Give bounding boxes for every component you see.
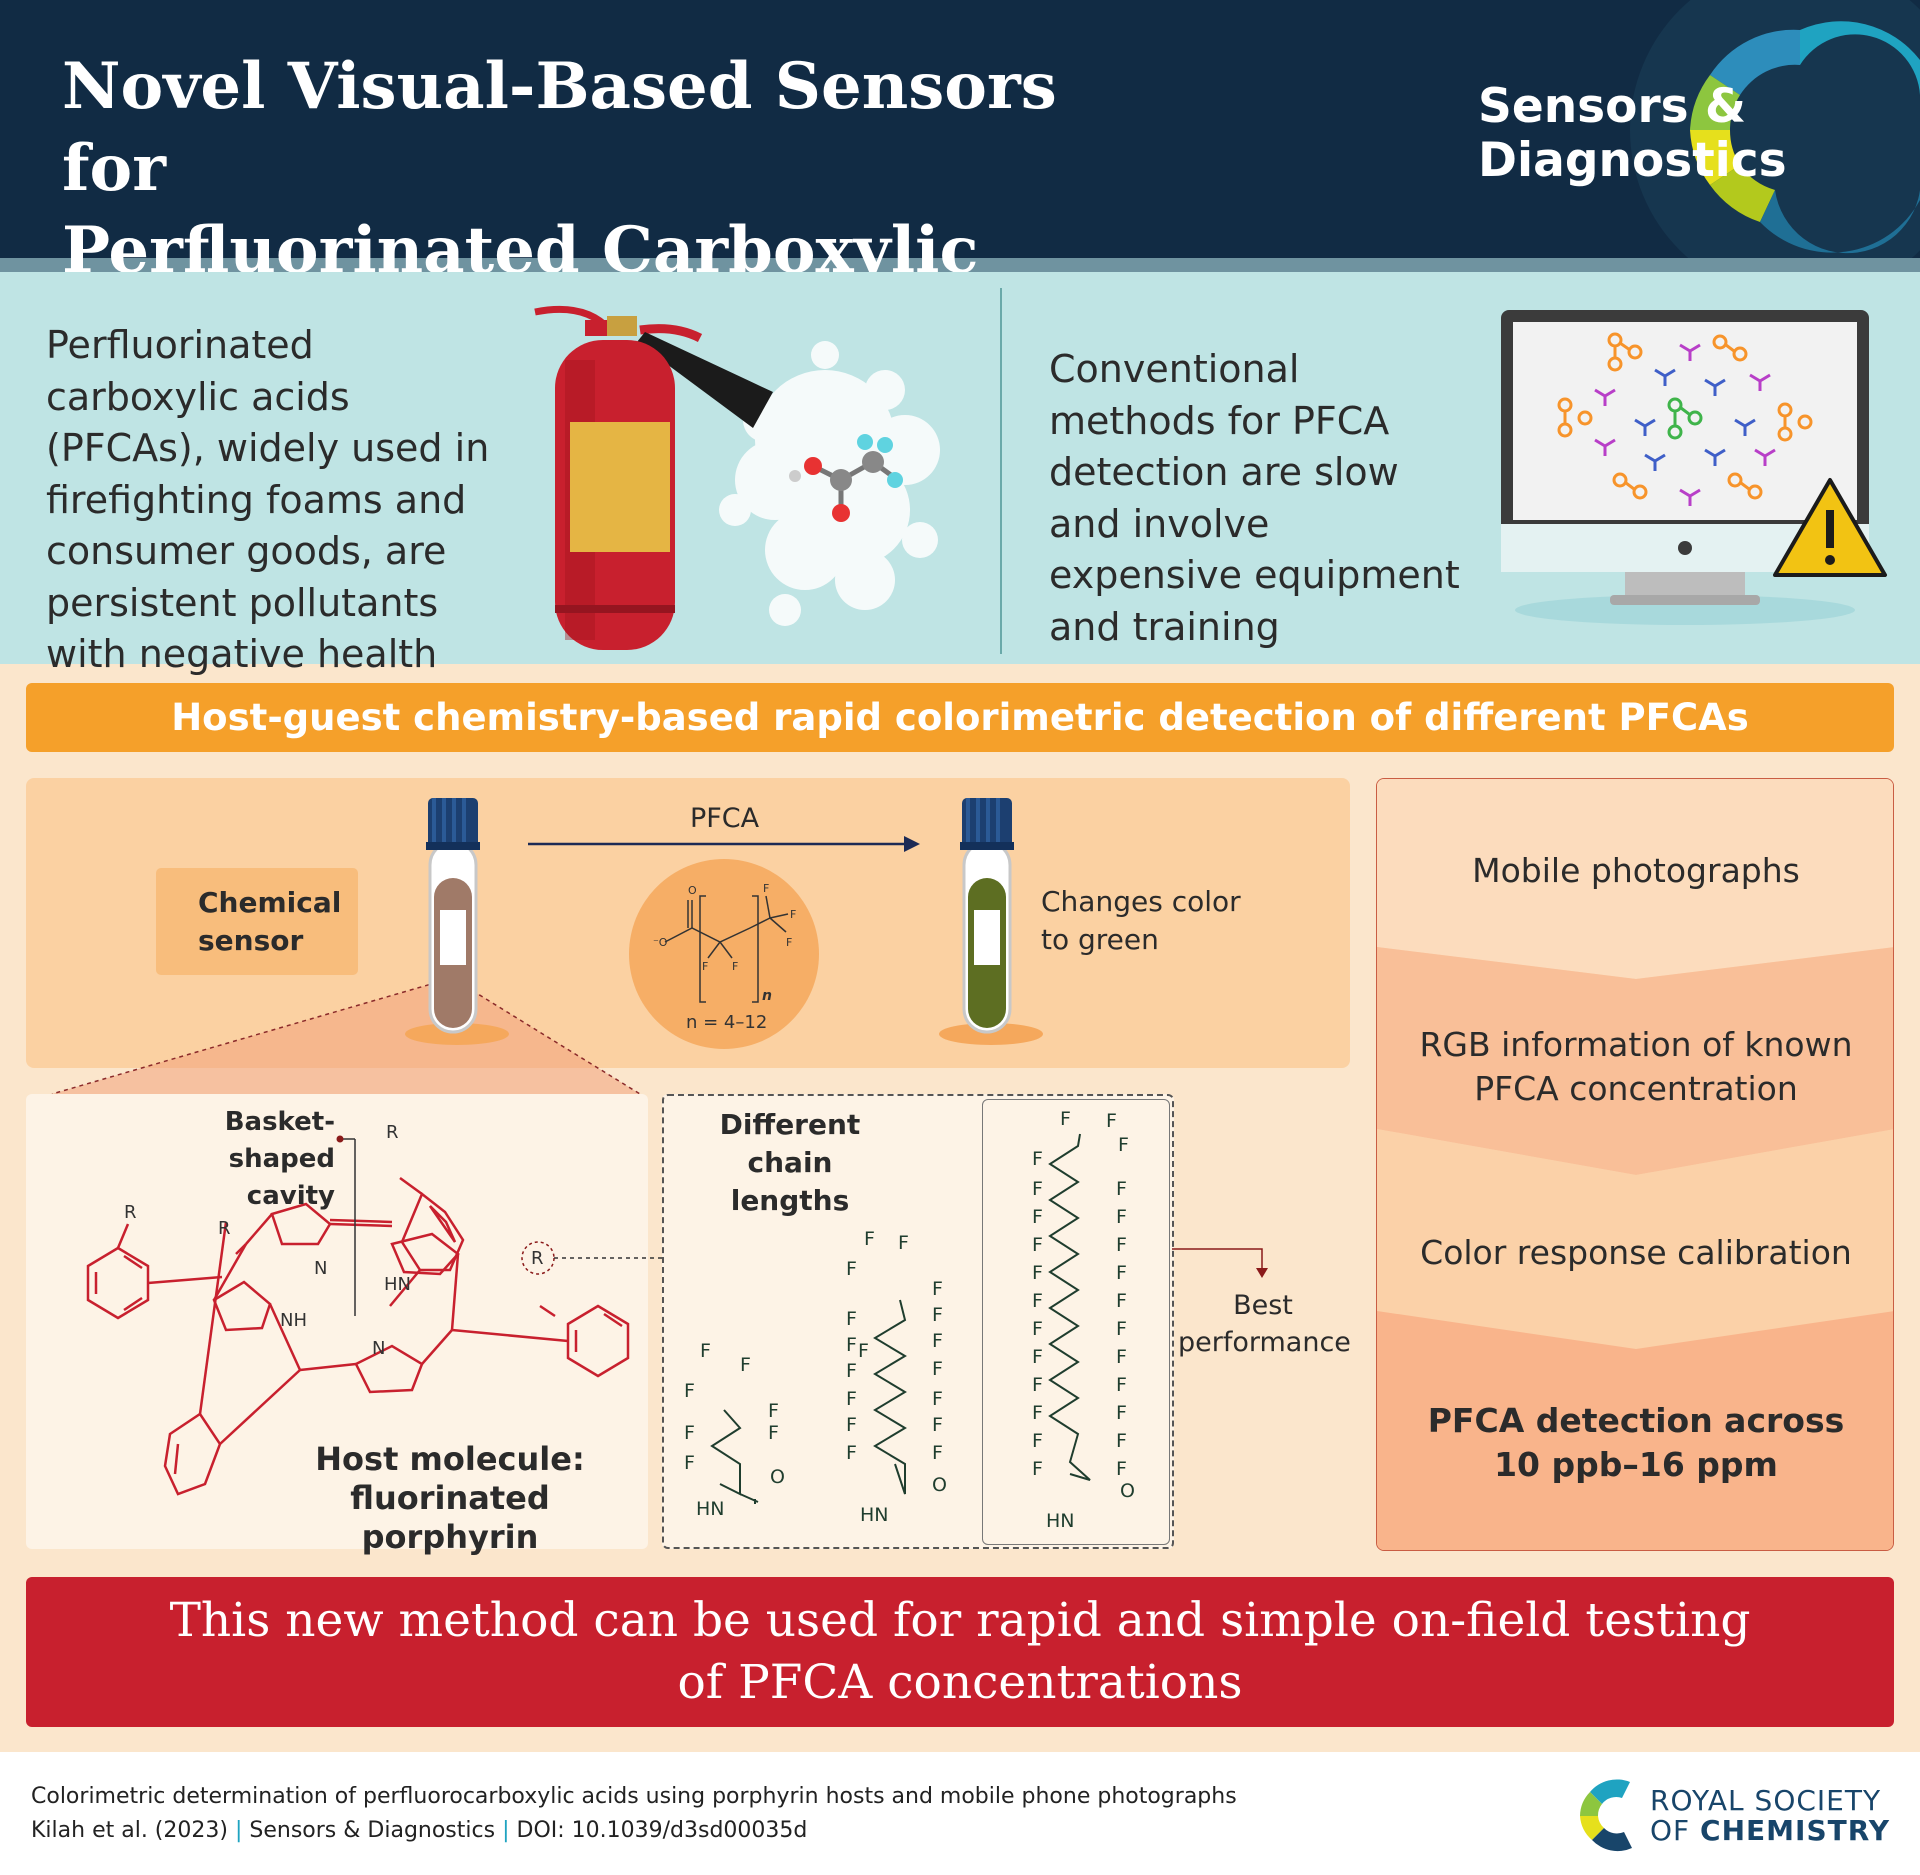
chain-mid-labels: F F F F F F F F F F F F F F F F O HN xyxy=(846,1228,947,1526)
workflow-step-1: Mobile photographs xyxy=(1472,851,1800,890)
n-label-2: N xyxy=(372,1338,385,1359)
basket-line-2: shaped cavity xyxy=(228,1144,335,1211)
workflow-step-2-line-1: RGB information of known xyxy=(1419,1025,1853,1064)
rsc-line-2: OF CHEMISTRY xyxy=(1650,1816,1890,1846)
chem-label-line-1: Chemical xyxy=(198,886,342,919)
journal-name: Sensors & Diagnostics xyxy=(1478,80,1787,188)
color-change-text: Changes color to green xyxy=(1041,883,1241,959)
color-change-line-1: Changes color xyxy=(1041,885,1241,918)
basket-line-1: Basket- xyxy=(224,1107,335,1137)
best-chain-box xyxy=(982,1099,1170,1545)
chain-title-line-2: lengths xyxy=(730,1184,850,1217)
citation-doi[interactable]: DOI: 10.1039/d3sd00035d xyxy=(516,1818,808,1843)
workflow-step-2-line-2: PFCA concentration xyxy=(1474,1069,1798,1108)
rsc-wordmark: ROYAL SOCIETY OF CHEMISTRY xyxy=(1650,1786,1890,1846)
workflow-step-4: PFCA detection across 10 ppb–16 ppm xyxy=(1377,1399,1893,1487)
host-title-line-2: fluorinated porphyrin xyxy=(350,1479,550,1556)
foam-bubbles-icon xyxy=(719,341,940,626)
rsc-line-2-bold: CHEMISTRY xyxy=(1700,1814,1891,1847)
header-strip xyxy=(0,258,1920,272)
journal-logo-ring-icon xyxy=(1630,0,1920,258)
journal-line-2: Diagnostics xyxy=(1478,133,1787,188)
chain-lengths-title: Different chain lengths xyxy=(690,1106,890,1220)
intro-left-text: Perfluorinated carboxylic acids (PFCAs),… xyxy=(46,323,490,728)
color-change-line-2: to green xyxy=(1041,923,1159,956)
molecule-icon xyxy=(789,434,903,522)
r-label-right: R xyxy=(531,1248,544,1269)
n-label-1: N xyxy=(314,1258,327,1279)
best-performance-label: Best performance xyxy=(1178,1287,1351,1361)
footer xyxy=(0,1752,1920,1875)
host-molecule-panel xyxy=(26,1094,648,1549)
citation-separator: | xyxy=(234,1818,243,1843)
rsc-line-2-prefix: OF xyxy=(1650,1814,1701,1847)
chem-label-line-2: sensor xyxy=(198,924,304,957)
citation: Kilah et al. (2023) | Sensors & Diagnost… xyxy=(31,1818,807,1843)
citation-separator-2: | xyxy=(502,1818,510,1843)
chain-short-labels: F F F F F F F O HN F xyxy=(684,1340,869,1520)
warning-icon xyxy=(1773,478,1887,577)
chain-lengths-panel xyxy=(662,1094,1174,1549)
citation-journal: Sensors & Diagnostics xyxy=(249,1818,496,1843)
workflow-step-2: RGB information of known PFCA concentrat… xyxy=(1377,1023,1893,1111)
title-line-1: Novel Visual-Based Sensors for xyxy=(62,49,1057,206)
journal-line-1: Sensors & xyxy=(1478,79,1746,134)
basket-cavity-label: Basket- shaped cavity xyxy=(210,1104,335,1215)
citation-authors: Kilah et al. (2023) xyxy=(31,1818,228,1843)
workflow-step-4-line-2: 10 ppb–16 ppm xyxy=(1494,1445,1778,1484)
rsc-logo-icon xyxy=(1580,1779,1632,1852)
workflow-panel: Mobile photographs RGB information of kn… xyxy=(1376,778,1894,1551)
hn-label: HN xyxy=(384,1274,411,1295)
pfca-arrow-label: PFCA xyxy=(690,803,760,834)
chain-title-line-1: Different chain xyxy=(719,1108,861,1179)
nh-label: NH xyxy=(280,1310,307,1331)
fire-extinguisher-icon xyxy=(534,305,940,650)
workflow-step-3: Color response calibration xyxy=(1420,1233,1852,1272)
computer-monitor-icon xyxy=(1501,310,1887,625)
workflow-step-4-line-1: PFCA detection across xyxy=(1427,1401,1845,1440)
section-banner: Host-guest chemistry-based rapid colorim… xyxy=(26,683,1894,752)
intro-right-text: Conventional methods for PFCA detection … xyxy=(1049,347,1460,649)
best-line-2: performance xyxy=(1178,1327,1351,1358)
conclusion-banner: This new method can be used for rapid an… xyxy=(26,1577,1894,1727)
porphyrin-structure-icon: R R R R N HN NH N xyxy=(86,1122,1268,1504)
r-label-left: R xyxy=(124,1202,137,1223)
host-molecule-title: Host molecule: fluorinated porphyrin xyxy=(280,1440,620,1557)
workflow-chevrons xyxy=(1377,779,1893,1550)
r-label-mid: R xyxy=(218,1218,231,1239)
paper-title: Colorimetric determination of perfluoroc… xyxy=(31,1784,1237,1809)
header-bar xyxy=(0,0,1920,258)
conclusion-line-2: of PFCA concentrations xyxy=(677,1655,1243,1710)
rsc-line-1: ROYAL SOCIETY xyxy=(1650,1784,1882,1817)
chemical-sensor-label: Chemical sensor xyxy=(156,868,358,975)
r-label-top: R xyxy=(386,1122,399,1143)
host-title-line-1: Host molecule: xyxy=(315,1440,585,1478)
best-line-1: Best xyxy=(1233,1290,1293,1321)
intro-divider xyxy=(1000,288,1002,654)
conclusion-line-1: This new method can be used for rapid an… xyxy=(169,1593,1751,1648)
